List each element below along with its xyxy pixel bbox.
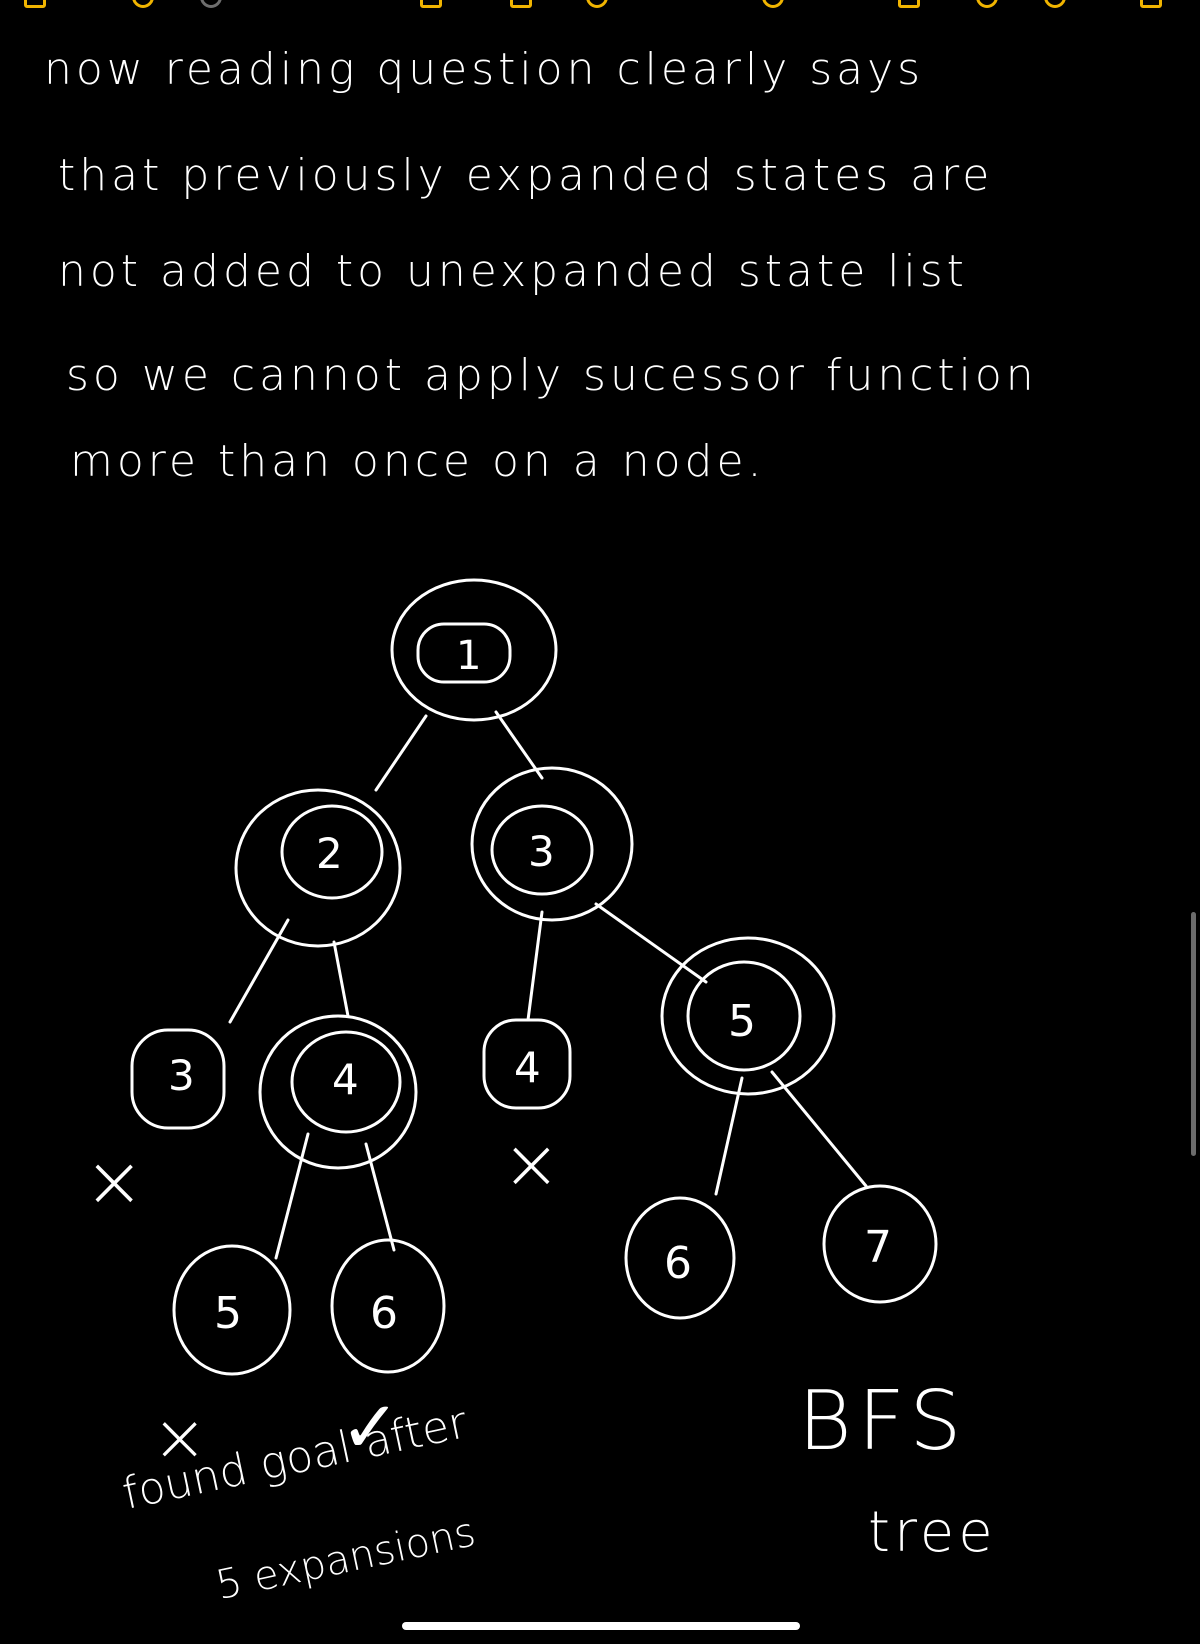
tree-node-6-goal: 6	[330, 1238, 446, 1374]
note-line-4: so we cannot apply sucessor function	[66, 350, 1038, 401]
node-label: 4	[332, 1055, 359, 1104]
node-label: 4	[514, 1043, 541, 1092]
node-label: 3	[168, 1051, 195, 1100]
tree-edge	[274, 1132, 310, 1260]
tree-edge	[332, 940, 350, 1018]
toolbar-tool-icon[interactable]	[24, 0, 46, 8]
tree-node-3-repeat: 3	[130, 1028, 226, 1130]
node-label: 6	[664, 1238, 692, 1289]
tree-node-7: 7	[822, 1184, 938, 1304]
tree-node-5: 5	[660, 936, 836, 1096]
toolbar-tool-icon[interactable]	[420, 0, 442, 8]
toolbar-tool-icon[interactable]	[510, 0, 532, 8]
home-indicator[interactable]	[402, 1622, 800, 1630]
tree-node-4: 4	[258, 1014, 418, 1170]
tree-node-1: 1	[390, 578, 558, 722]
tree-edge	[594, 902, 708, 984]
tree-edge	[526, 910, 544, 1022]
check-mark-icon: ✓	[340, 1385, 400, 1469]
node-label: 5	[214, 1288, 242, 1339]
diagram-subtitle: tree	[868, 1500, 997, 1565]
node-label: 6	[370, 1288, 398, 1339]
vertical-scrollbar[interactable]	[1191, 912, 1196, 1156]
cross-mark-icon: ×	[84, 1139, 144, 1223]
diagram-title: BFS	[798, 1374, 968, 1469]
cross-mark-icon: ×	[152, 1399, 207, 1476]
note-line-3: not added to unexpanded state list	[58, 246, 968, 297]
tree-edge	[770, 1070, 868, 1188]
toolbar-tool-icon[interactable]	[898, 0, 920, 8]
note-line-2: that previously expanded states are	[58, 150, 994, 201]
tree-edge	[714, 1076, 744, 1196]
toolbar-tool-icon[interactable]	[1140, 0, 1162, 8]
tree-node-2: 2	[234, 788, 402, 948]
node-label: 7	[864, 1222, 892, 1273]
node-label: 1	[456, 633, 481, 679]
toolbar-strip	[0, 0, 1200, 14]
node-label: 2	[316, 829, 343, 878]
node-label: 5	[728, 996, 756, 1047]
tree-node-4-repeat: 4	[482, 1018, 572, 1110]
tree-node-5-repeat: 5	[172, 1244, 292, 1376]
tree-edge	[494, 710, 544, 780]
note-line-5: more than once on a node.	[70, 436, 766, 487]
note-line-1: now reading question clearly says	[44, 44, 925, 95]
tree-edge	[374, 714, 428, 792]
cross-mark-icon: ×	[502, 1123, 561, 1205]
node-label: 3	[528, 827, 555, 876]
tree-node-3: 3	[470, 766, 634, 922]
tree-node-6: 6	[624, 1196, 736, 1320]
